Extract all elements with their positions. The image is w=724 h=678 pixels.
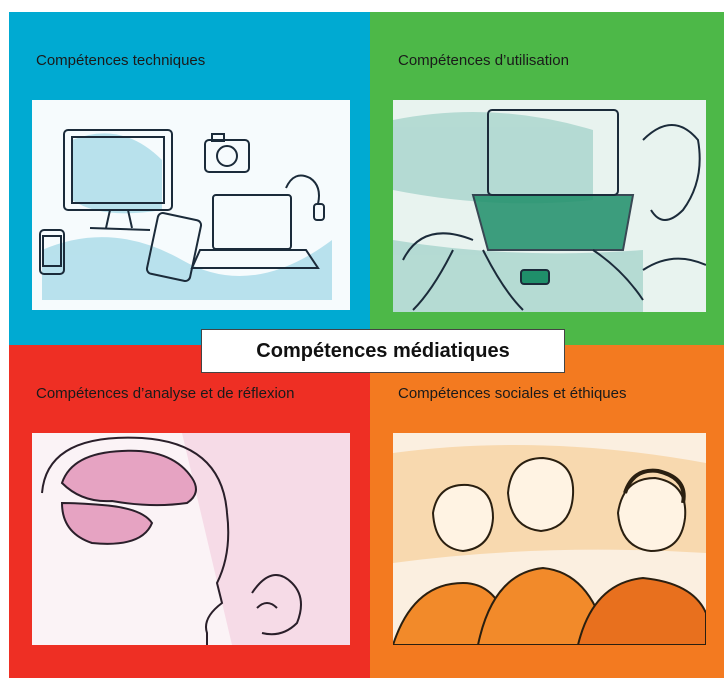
quadrant-usage-label: Compétences d’utilisation: [398, 52, 569, 69]
quadrant-usage: Compétences d’utilisation: [370, 12, 724, 345]
quadrant-technical-label: Compétences techniques: [36, 52, 206, 69]
quadrant-analysis: Compétences d’analyse et de réflexion: [9, 345, 370, 678]
quadrant-technical: Compétences techniques: [9, 12, 370, 345]
quadrant-social-label: Compétences sociales et éthiques: [398, 385, 627, 402]
devices-drawing-icon: [32, 100, 350, 310]
center-title: Compétences médiatiques: [201, 329, 565, 373]
quadrant-social: Compétences sociales et éthiques: [370, 345, 724, 678]
three-people-drawing-icon: [393, 433, 706, 645]
brain-thinking-drawing-icon: [32, 433, 350, 645]
laptop-typing-drawing-icon: [393, 100, 706, 312]
quadrant-analysis-label: Compétences d’analyse et de réflexion: [36, 385, 295, 402]
